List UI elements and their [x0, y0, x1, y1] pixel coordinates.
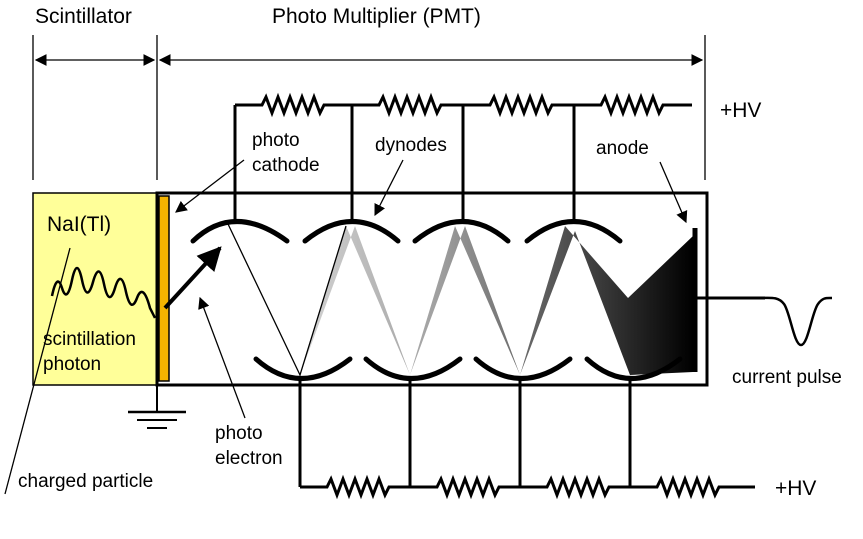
- photo-cathode-label-2: cathode: [252, 155, 320, 176]
- resistor-top-3: [463, 92, 574, 118]
- photocathode: [158, 195, 170, 382]
- resistor-bottom-1: [300, 474, 410, 500]
- bottom-dynodes: [253, 356, 683, 381]
- charged-particle-track: [4, 247, 71, 495]
- anode-pointer: [659, 161, 688, 224]
- crystal-label: NaI(Tl): [47, 213, 111, 236]
- resistor-bottom-3: [520, 474, 630, 500]
- scintillation-photon-label-1: scintillation: [43, 329, 136, 350]
- dimension-lines: [32, 35, 706, 180]
- dynode-top-4: [524, 219, 623, 244]
- resistor-bottom-4: [630, 474, 755, 500]
- top-dynodes: [190, 219, 623, 244]
- photo-electron-pointer: [198, 296, 246, 419]
- cascade-first-edge: [227, 223, 347, 377]
- dynode-top-1: [190, 219, 290, 244]
- resistor-top-2: [352, 92, 463, 118]
- photo-electron-label-2: electron: [215, 448, 283, 469]
- dynode-bottom-3: [473, 356, 573, 381]
- electron-cascade: [228, 224, 693, 375]
- dynodes-pointer: [374, 159, 404, 217]
- ground-symbol: [128, 385, 186, 429]
- charged-particle-label: charged particle: [18, 471, 153, 492]
- current-pulse-waveform: [757, 296, 833, 347]
- photo-electron-label-1: photo: [215, 423, 263, 444]
- pmt-label: Photo Multiplier (PMT): [272, 5, 481, 28]
- hv-top-label: +HV: [720, 99, 761, 122]
- resistor-top-4: [574, 92, 692, 118]
- photo-cathode-pointer: [175, 159, 245, 213]
- top-divider-chain: [233, 92, 692, 222]
- scintillation-photon-label-2: photon: [43, 354, 101, 375]
- anode-label: anode: [596, 138, 649, 159]
- bottom-divider-chain: [298, 378, 755, 500]
- dynode-bottom-2: [363, 356, 463, 381]
- pmt-tube: [155, 191, 709, 387]
- dynode-bottom-4: [584, 356, 683, 381]
- photo-electron-path: [163, 246, 222, 310]
- dynodes-label: dynodes: [375, 135, 447, 156]
- hv-bottom-label: +HV: [775, 477, 816, 500]
- photon-wave: [50, 266, 157, 319]
- photo-cathode-label-1: photo: [252, 130, 300, 151]
- dynode-bottom-1: [253, 356, 353, 381]
- resistor-top-1: [235, 92, 352, 118]
- resistor-bottom-2: [410, 474, 520, 500]
- current-pulse-label: current pulse: [732, 367, 842, 388]
- scintillator-label: Scintillator: [35, 5, 132, 28]
